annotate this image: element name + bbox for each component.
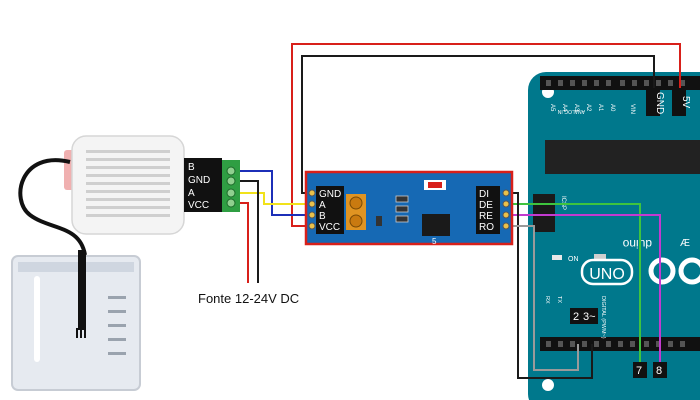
- pin-8-label: 8: [656, 365, 662, 377]
- vin-label: VIN: [629, 104, 635, 114]
- water-beaker: [11, 250, 141, 391]
- atmega-chip: [545, 140, 700, 174]
- wire-de: [508, 203, 641, 362]
- rs485-chip-number: 5: [432, 237, 437, 246]
- wire-b: [240, 170, 312, 216]
- arduino-gnd-pin: GND: [654, 92, 665, 114]
- power-supply-label: Fonte 12-24V DC: [198, 291, 299, 306]
- uno-logo: UNO: [589, 266, 625, 283]
- pin-2-label: 2: [573, 311, 579, 323]
- wire-5v: [291, 43, 681, 227]
- analog-in-label: ANALOG IN: [557, 108, 585, 114]
- arduino-board: A5 A4 A3 A2 A1 A0 ANALOG IN VIN GND 5V I…: [528, 72, 700, 400]
- arduino-5v-pin: 5V: [680, 96, 691, 109]
- rs485-pin-ro: RO: [479, 222, 494, 233]
- digital-label: DIGITAL (PWM~): [600, 296, 606, 339]
- sensor-pin-gnd: GND: [188, 175, 210, 186]
- sensor-pin-b: B: [188, 162, 195, 173]
- rs485-module: GND A B VCC 5 DI DE RE RO: [304, 170, 514, 246]
- a-label: A5: [549, 104, 555, 112]
- on-label: ON: [568, 256, 579, 263]
- rs485-pin-di: DI: [479, 189, 489, 200]
- pin-3-label: 3~: [583, 311, 596, 323]
- rs485-pin-gnd: GND: [319, 189, 341, 200]
- rs485-pin-b: B: [319, 211, 326, 222]
- sensor-module: B GND A VCC: [18, 135, 240, 256]
- rs485-pin-de: DE: [479, 200, 493, 211]
- wire-di: [508, 192, 593, 379]
- a-label: A2: [585, 104, 591, 112]
- a-label: A3: [573, 104, 579, 112]
- tx-label: TX: [556, 296, 562, 303]
- pin-7-label: 7: [636, 365, 642, 377]
- ioref-fragment: Æ: [680, 238, 690, 249]
- uno-logo-box: [580, 258, 634, 286]
- sensor-pin-a: A: [188, 188, 195, 199]
- sensor-pin-vcc: VCC: [188, 200, 209, 211]
- wire-a: [240, 192, 312, 205]
- icsp-header: [533, 194, 555, 232]
- sensor-terminal-block: [222, 160, 240, 212]
- rs485-chip: [422, 214, 450, 236]
- rs485-pin-a: A: [319, 200, 326, 211]
- arduino-logo: [648, 257, 700, 285]
- a-label: A4: [561, 104, 567, 112]
- wire-power-red: [240, 202, 249, 283]
- rs485-pin-re: RE: [479, 211, 493, 222]
- a-label: A0: [609, 104, 615, 112]
- a-label: A1: [597, 104, 603, 112]
- probe-rod: [78, 250, 86, 330]
- wire-ro: [508, 225, 579, 371]
- rs485-pin-vcc: VCC: [319, 222, 340, 233]
- rx-label: RX: [544, 296, 550, 304]
- wire-power-black: [240, 180, 259, 283]
- probe-cable: [18, 158, 87, 256]
- wire-re: [508, 214, 661, 362]
- brand-fragment: duino: [622, 237, 652, 251]
- sensor-pin-label-box: [184, 158, 222, 212]
